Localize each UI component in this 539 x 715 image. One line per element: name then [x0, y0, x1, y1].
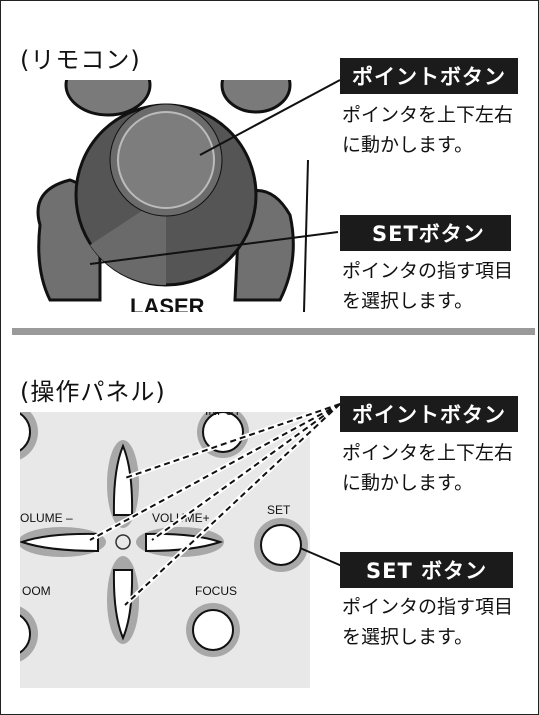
remote-pointer-center — [117, 111, 215, 209]
section-divider — [12, 328, 535, 335]
remote-top-left-button — [64, 80, 152, 117]
panel-zoom-label: OOM — [22, 584, 51, 598]
remote-pointer-desc-line: ポインタを上下左右 — [342, 104, 514, 126]
panel-pointer-desc-line: に動かします。 — [342, 472, 474, 494]
panel-left-arrow-button — [20, 532, 99, 553]
panel-leader-right — [151, 403, 341, 541]
panel-leader-left — [89, 403, 341, 541]
panel-set-desc-line: を選択します。 — [342, 626, 474, 648]
panel-focus-button — [192, 609, 234, 651]
remote-set-button-label: SETボタン — [340, 215, 511, 251]
panel-set-leader — [299, 547, 343, 567]
panel-pointer-button-label: ポイントボタン — [340, 396, 518, 432]
remote-set-button-description: ポインタの指す項目 を選択します。 — [342, 256, 513, 316]
panel-pointer-desc-line: ポインタを上下左右 — [342, 442, 514, 464]
panel-pointer-leaders — [88, 401, 342, 607]
remote-pointer-button-description: ポインタを上下左右 に動かします。 — [342, 100, 513, 160]
panel-pointer-button-description: ポインタを上下左右 に動かします。 — [342, 438, 513, 498]
remote-top-right-button — [220, 80, 292, 114]
panel-volume-minus-label: OLUME – — [20, 511, 73, 525]
remote-illustration: LASER — [36, 80, 309, 319]
panel-down-arrow-button — [112, 569, 134, 641]
panel-input-label: INPUT — [205, 404, 242, 418]
remote-section-title: (リモコン) — [20, 46, 141, 74]
panel-focus-label: FOCUS — [195, 584, 237, 598]
remote-laser-label: LASER — [130, 294, 205, 319]
panel-set-label: SET — [267, 503, 291, 517]
panel-set-button-description: ポインタの指す項目 を選択します。 — [342, 592, 513, 652]
panel-set-button-label: SET ボタン — [340, 552, 514, 588]
remote-set-desc-line: を選択します。 — [342, 290, 474, 312]
panel-zoom-button — [20, 614, 31, 654]
panel-center-indicator — [115, 534, 131, 550]
panel-right-arrow-button — [145, 532, 224, 553]
panel-section-title: (操作パネル) — [20, 378, 166, 406]
panel-leader-down — [124, 403, 341, 606]
remote-set-leader — [89, 231, 339, 265]
panel-leader-up — [124, 403, 341, 479]
remote-pointer-button-label: ポイントボタン — [340, 58, 518, 94]
panel-set-button — [260, 524, 302, 566]
panel-set-desc-line: ポインタの指す項目 — [342, 596, 514, 618]
panel-top-left-button — [20, 412, 31, 452]
panel-up-arrow-button — [112, 443, 134, 516]
remote-set-desc-line: ポインタの指す項目 — [342, 260, 514, 282]
remote-pointer-desc-line: に動かします。 — [342, 134, 474, 156]
remote-pointer-leader — [199, 79, 341, 156]
